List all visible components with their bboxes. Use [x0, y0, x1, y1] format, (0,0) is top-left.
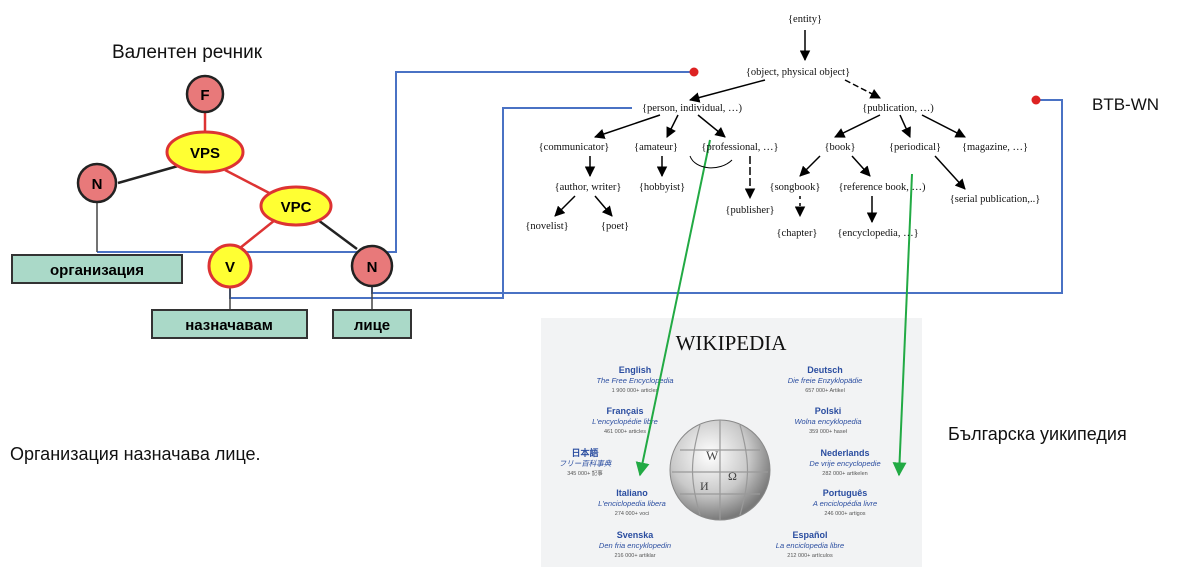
- node-v: [207, 243, 253, 289]
- wiki-lang-name: English: [619, 365, 652, 375]
- wiki-lang-tagline: Wolna encyklopedia: [794, 417, 861, 426]
- svg-text:Ω: Ω: [728, 469, 737, 483]
- wikipedia-logo: WIKIPEDIA: [676, 331, 788, 355]
- wiki-lang-tagline: Die freie Enzyklopädie: [788, 376, 863, 385]
- wiki-lang-tagline: L'encyclopédie libre: [592, 417, 658, 426]
- valency-tree: F VPS N VPC V N организация назначавам л…: [11, 74, 412, 339]
- node-n-right: [350, 244, 394, 288]
- wiki-lang-name: Français: [606, 406, 643, 416]
- wn-poet: {poet}: [601, 221, 629, 232]
- wiki-lang-name: Italiano: [616, 488, 648, 498]
- wn-reference: {reference book, …): [839, 182, 926, 193]
- node-vps: [165, 130, 245, 174]
- box-organization-label: организация: [50, 262, 144, 279]
- wn-author: {author, writer}: [555, 182, 622, 193]
- label-btb-wn: BTB-WN: [1092, 95, 1159, 114]
- wn-professional: {professional, …}: [701, 142, 778, 153]
- wn-publication: {publication, …): [862, 103, 934, 114]
- wiki-lang-name: Português: [823, 488, 868, 498]
- svg-text:И: И: [700, 479, 709, 493]
- wiki-lang-name: 日本語: [571, 447, 598, 458]
- link-periodical-wiki: [892, 173, 913, 477]
- svg-text:V: V: [225, 259, 235, 276]
- wn-serial: {serial publication,..}: [950, 194, 1041, 205]
- wn-magazine: {magazine, …}: [962, 142, 1028, 153]
- svg-text:VPS: VPS: [190, 145, 220, 162]
- wiki-lang-tagline: フリー百科事典: [559, 459, 612, 468]
- wiki-lang-count: 216 000+ artiklar: [614, 553, 655, 559]
- wiki-lang-count: 345 000+ 記事: [567, 469, 603, 477]
- svg-text:N: N: [92, 176, 103, 193]
- wn-entity: {entity}: [788, 14, 822, 25]
- wn-encyclopedia: {encyclopedia, …}: [837, 228, 918, 239]
- box-assign-label: назначавам: [185, 317, 273, 334]
- link-end-dot: [1031, 95, 1041, 105]
- svg-text:F: F: [200, 87, 209, 104]
- box-person-label: лице: [354, 317, 390, 334]
- wiki-lang-tagline: De vrije encyclopedie: [809, 459, 880, 468]
- wn-hobbyist: {hobbyist}: [639, 182, 685, 193]
- svg-text:N: N: [367, 259, 378, 276]
- wiki-lang-tagline: Den fria encyklopedin: [599, 541, 671, 550]
- wiki-lang-name: Deutsch: [807, 365, 843, 375]
- node-f: [185, 74, 225, 114]
- wn-book: {book}: [824, 142, 855, 153]
- wn-publisher: {publisher}: [725, 205, 774, 216]
- link-end-dot: [689, 67, 699, 77]
- wn-periodical: {periodical}: [889, 142, 941, 153]
- wiki-lang-count: 359 000+ haseł: [809, 429, 848, 435]
- wiki-lang-count: 282 000+ artikelen: [822, 471, 867, 477]
- wiki-lang-name: Español: [792, 530, 827, 540]
- wordnet-labels: {entity} {object, physical object} {pers…: [525, 14, 1040, 239]
- wn-chapter: {chapter}: [777, 228, 818, 239]
- node-vpc: [259, 185, 333, 227]
- wiki-lang-tagline: The Free Encyclopedia: [596, 376, 673, 385]
- wiki-lang-name: Polski: [815, 406, 842, 416]
- wiki-lang-name: Nederlands: [820, 448, 869, 458]
- wiki-lang-count: 461 000+ articles: [604, 429, 646, 435]
- link-professional-wiki: [635, 139, 711, 477]
- wordnet-edges: [554, 30, 966, 224]
- wiki-lang-count: 1 900 000+ articles: [612, 388, 659, 394]
- wn-songbook: {songbook}: [770, 182, 821, 193]
- green-links: [635, 139, 913, 477]
- wiki-lang-count: 246 000+ artigos: [824, 511, 865, 517]
- wn-communicator: {communicator}: [539, 142, 610, 153]
- node-n-left: [76, 162, 118, 204]
- wiki-lang-count: 657 000+ Artikel: [805, 388, 845, 394]
- box-organization: [11, 254, 183, 284]
- example-sentence: Организация назначава лице.: [10, 444, 261, 464]
- box-assign: [151, 309, 308, 339]
- wn-object: {object, physical object}: [746, 67, 850, 78]
- wiki-lang-tagline: L'enciclopedia libera: [598, 499, 666, 508]
- svg-text:VPC: VPC: [281, 199, 312, 216]
- label-bulgarian-wikipedia: Българска уикипедия: [948, 424, 1127, 444]
- wiki-lang-count: 274 000+ voci: [615, 511, 649, 517]
- wiki-lang-tagline: La enciclopedia libre: [776, 541, 844, 550]
- wiki-lang-count: 212 000+ artículos: [787, 553, 833, 559]
- wn-novelist: {novelist}: [525, 221, 568, 232]
- wn-amateur: {amateur}: [634, 142, 678, 153]
- svg-text:W: W: [706, 448, 719, 463]
- title-valency-dictionary: Валентен речник: [112, 42, 263, 63]
- wiki-lang-tagline: A enciclopédia livre: [812, 499, 877, 508]
- box-person: [332, 309, 412, 339]
- wn-person: {person, individual, …): [642, 103, 743, 114]
- wiki-lang-name: Svenska: [617, 530, 655, 540]
